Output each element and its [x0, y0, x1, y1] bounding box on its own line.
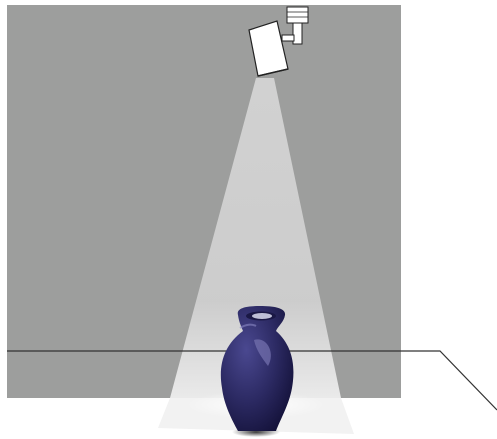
- spotlit-vase-illustration: [0, 0, 497, 439]
